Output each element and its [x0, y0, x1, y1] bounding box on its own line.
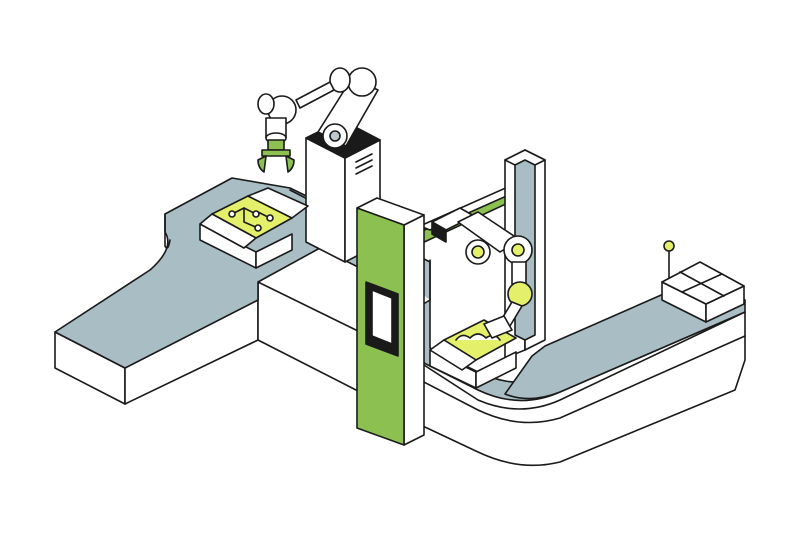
- packing-box: [429, 315, 517, 389]
- gripper-jaw-left: [261, 149, 291, 157]
- box-left-flap-back: [247, 187, 309, 219]
- control-kiosk: [356, 197, 425, 446]
- kiosk-side: [403, 214, 425, 446]
- robot-gripper-icon: [257, 139, 295, 173]
- sealed-box: [661, 261, 745, 323]
- conveyor-curve-rail: [419, 335, 746, 424]
- kiosk-screen-glass: [371, 289, 393, 345]
- packer-shoulder-cap: [471, 245, 485, 259]
- arm-wrist-cap: [257, 93, 275, 115]
- pack-box-flap: [429, 339, 477, 371]
- conveyor-mid-front-wall: [409, 311, 746, 467]
- packer-elbow-cap: [511, 243, 525, 257]
- sealed-box-tape: [679, 271, 725, 297]
- box-left-side: [255, 233, 293, 269]
- conveyor-main-front-wall: [257, 281, 361, 393]
- gripper-finger-right: [285, 155, 295, 173]
- left-package-box: [199, 187, 309, 269]
- arm-elbow-cap: [329, 67, 351, 93]
- pack-box-side: [475, 351, 517, 389]
- signal-light-icon: [663, 240, 675, 279]
- arm-forearm-rod: [295, 81, 335, 109]
- arm-tower-front: [305, 137, 346, 263]
- pack-item: [483, 315, 513, 339]
- kiosk-screen-icon: [365, 281, 399, 357]
- packer-forearm: [511, 261, 527, 285]
- arm-elbow-joint: [347, 67, 377, 97]
- belt-left-lip: [164, 213, 171, 249]
- arm-tower-vents: [355, 153, 373, 175]
- top-robot-arm: [257, 67, 381, 263]
- side-robot-arm: [431, 207, 533, 327]
- packer-mount-front: [431, 221, 447, 243]
- gripper-finger-left: [257, 155, 267, 173]
- circuit-board-icon: [228, 207, 274, 232]
- box-left-flap-front: [199, 213, 257, 249]
- arm-shoulder-cap: [329, 130, 341, 142]
